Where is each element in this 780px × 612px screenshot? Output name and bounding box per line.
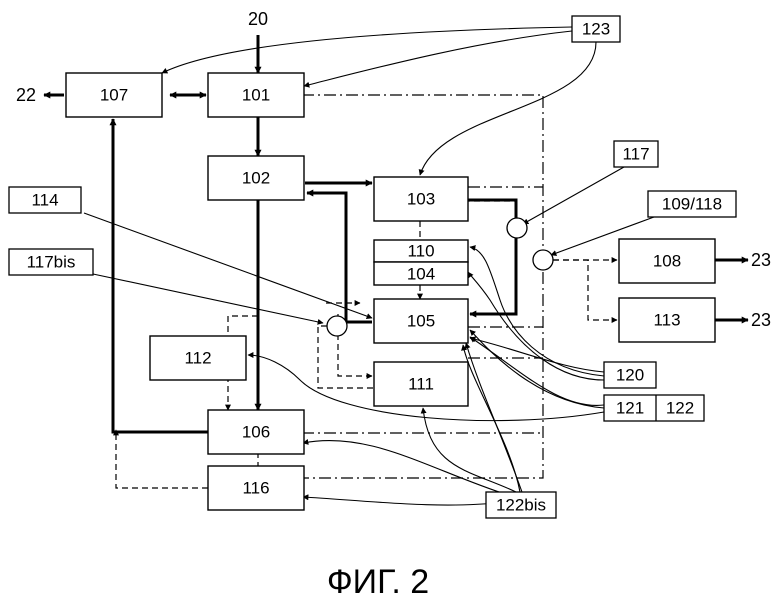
ref-122bis: 122bis (496, 496, 546, 515)
label-107: 107 (100, 86, 128, 105)
ref-121: 121 (616, 399, 644, 418)
label-106: 106 (242, 423, 270, 442)
terminal-23-bottom: 23 (751, 310, 771, 330)
terminal-20: 20 (248, 9, 268, 29)
ref-109-118: 109/118 (662, 195, 722, 214)
ref-123: 123 (582, 20, 610, 39)
junction-117bis (327, 316, 347, 336)
label-111: 111 (408, 375, 434, 394)
ref-120: 120 (616, 366, 644, 385)
blocks (66, 73, 715, 510)
figure-caption: ФИГ. 2 (327, 563, 429, 601)
label-108: 108 (653, 252, 681, 271)
label-116: 116 (242, 479, 269, 498)
ref-122: 122 (666, 399, 694, 418)
label-112: 112 (184, 349, 211, 368)
label-103: 103 (407, 190, 435, 209)
junction-109-118 (533, 250, 553, 270)
ref-117: 117 (622, 145, 649, 164)
label-105: 105 (407, 312, 435, 331)
label-102: 102 (242, 169, 270, 188)
label-104: 104 (407, 265, 435, 284)
label-113: 113 (653, 311, 680, 330)
terminal-22: 22 (16, 85, 36, 105)
ref-117bis: 117bis (27, 253, 76, 272)
label-110: 110 (407, 242, 434, 261)
label-101: 101 (242, 86, 270, 105)
terminal-23-top: 23 (751, 250, 771, 270)
junction-117 (507, 218, 527, 238)
ref-114: 114 (31, 191, 58, 210)
